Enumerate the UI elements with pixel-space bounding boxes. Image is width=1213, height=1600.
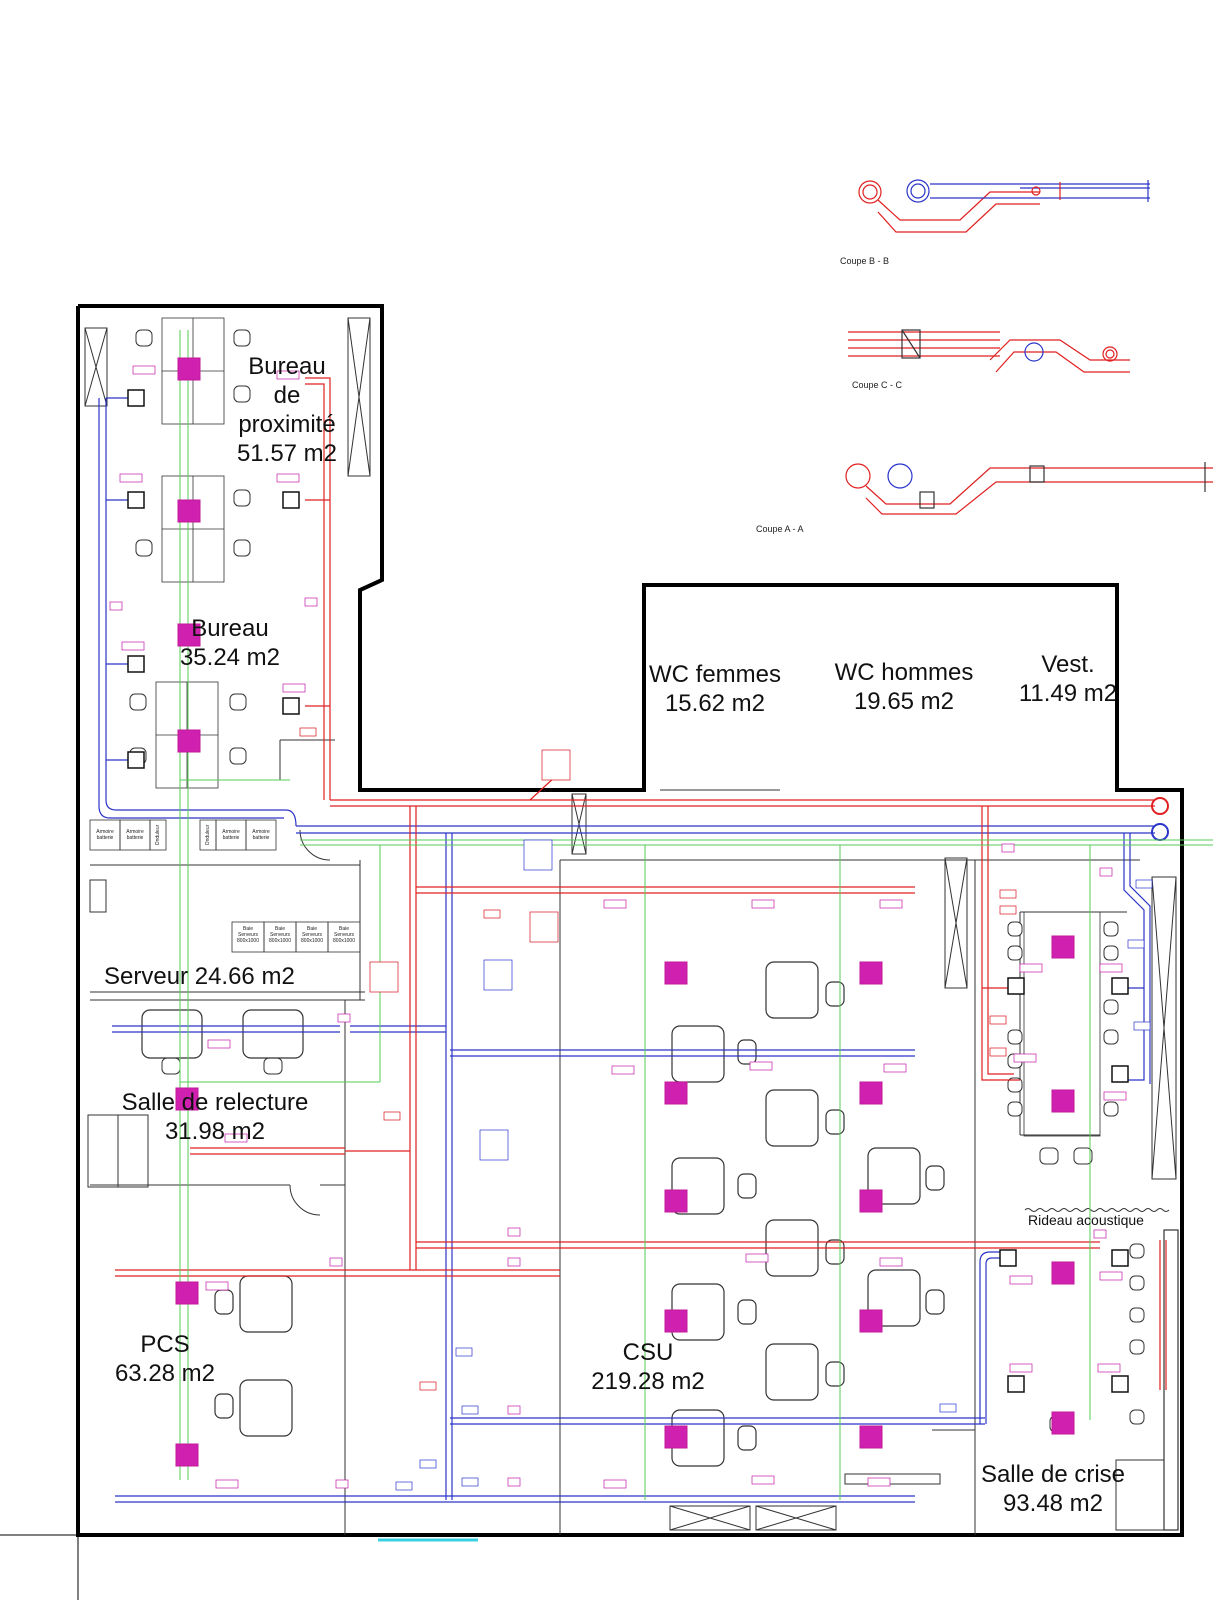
supply-ducts xyxy=(98,397,1169,1503)
duct-tags xyxy=(109,365,1153,1491)
room-bureau: Bureau 35.24 m2 xyxy=(165,614,295,672)
air-diffusers xyxy=(175,357,1075,1467)
room-area: 35.24 m2 xyxy=(179,644,281,671)
server-bay-label: Baie Serveurs 800x1000 xyxy=(269,926,291,944)
acoustic-curtain-label: Rideau acoustique xyxy=(1028,1212,1144,1228)
room-area: 63.28 m2 xyxy=(114,1360,216,1387)
room-bureau-proximite: Bureau de proximité 51.57 m2 xyxy=(222,352,352,468)
section-cc-title: Coupe C - C xyxy=(852,380,903,390)
battery-cabinets xyxy=(89,819,277,851)
room-name: CSU xyxy=(622,1339,674,1366)
server-bays xyxy=(231,921,361,953)
interior-partitions xyxy=(90,739,1140,1535)
section-bb-title: Coupe B - B xyxy=(840,256,890,266)
room-area: 31.98 m2 xyxy=(164,1118,266,1145)
room-name: Bureau xyxy=(191,615,269,642)
room-area: 51.57 m2 xyxy=(236,440,338,467)
room-salle-crise: Salle de crise 93.48 m2 xyxy=(968,1460,1138,1518)
room-pcs: PCS 63.28 m2 xyxy=(100,1330,230,1388)
section-aa-title: Coupe A - A xyxy=(756,524,804,534)
battery-cabinet-label: Armoire batterie xyxy=(222,829,240,841)
ups-label: Onduleur xyxy=(155,824,161,846)
room-name: Salle de relecture xyxy=(121,1089,309,1116)
room-csu: CSU 219.28 m2 xyxy=(578,1338,718,1396)
room-wc-hommes: WC hommes 19.65 m2 xyxy=(824,658,984,716)
room-area: 19.65 m2 xyxy=(853,688,955,715)
room-name: Serveur xyxy=(104,963,189,990)
room-name: Bureau de proximité xyxy=(238,353,336,438)
workstations xyxy=(141,961,1179,1531)
room-vest: Vest. 11.49 m2 xyxy=(1008,650,1128,708)
server-bay-label: Baie Serveurs 800x1000 xyxy=(333,926,355,944)
ups-label: Onduleur xyxy=(205,824,211,846)
server-bay-label: Baie Serveurs 800x1000 xyxy=(237,926,259,944)
room-name: Vest. xyxy=(1041,651,1095,678)
extract-grilles xyxy=(127,389,1129,1393)
room-area: 11.49 m2 xyxy=(1018,680,1118,707)
room-name: WC hommes xyxy=(834,659,974,686)
room-area: 219.28 m2 xyxy=(591,1368,705,1395)
section-bb-detail xyxy=(858,179,1150,233)
office-chairs xyxy=(129,329,1145,1433)
section-aa-detail xyxy=(845,462,1213,515)
section-cc-detail xyxy=(848,329,1130,373)
battery-cabinet-label: Armoire batterie xyxy=(96,829,114,841)
room-serveur: Serveur 24.66 m2 xyxy=(104,962,295,991)
room-area: 93.48 m2 xyxy=(1002,1490,1104,1517)
room-area: 15.62 m2 xyxy=(664,690,766,717)
room-area: 24.66 m2 xyxy=(194,963,295,990)
room-name: WC femmes xyxy=(649,661,781,688)
battery-cabinet-label: Armoire batterie xyxy=(126,829,144,841)
return-ducts xyxy=(115,377,1169,1390)
exterior-walls xyxy=(76,304,1184,1537)
equipment-boxes xyxy=(84,317,1177,1531)
room-wc-femmes: WC femmes 15.62 m2 xyxy=(640,660,790,718)
server-bay-label: Baie Serveurs 800x1000 xyxy=(301,926,323,944)
battery-cabinet-label: Armoire batterie xyxy=(252,829,270,841)
room-name: PCS xyxy=(140,1331,190,1358)
acoustic-curtain xyxy=(1024,1208,1170,1212)
room-salle-relecture: Salle de relecture 31.98 m2 xyxy=(105,1088,325,1146)
room-name: Salle de crise xyxy=(980,1461,1126,1488)
